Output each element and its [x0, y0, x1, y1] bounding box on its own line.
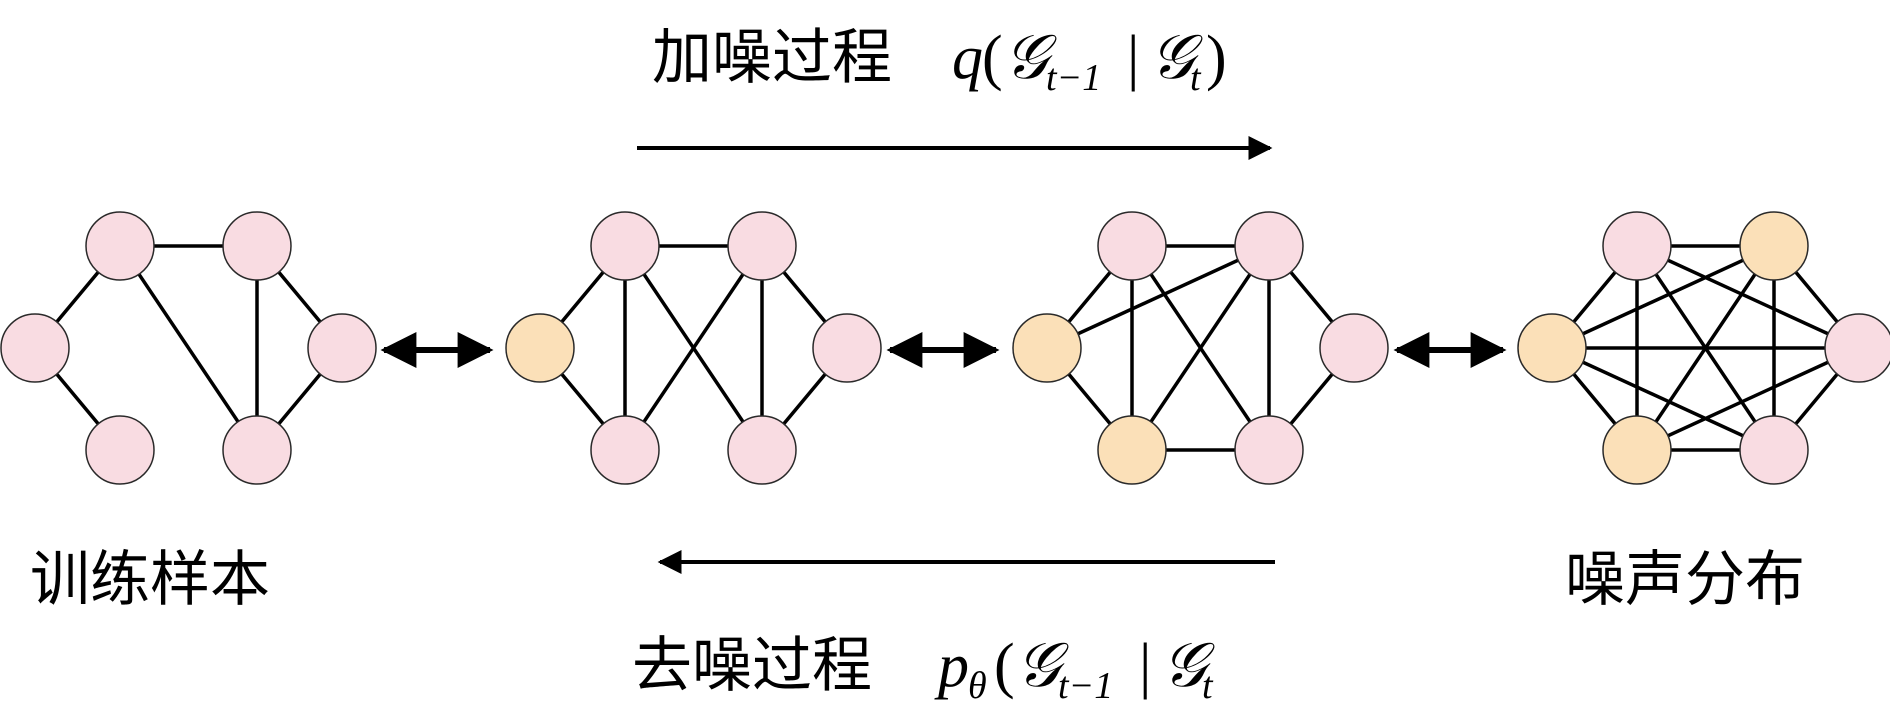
- graph-node-pink: [590, 211, 660, 281]
- graph-node-pink: [307, 313, 377, 383]
- training-sample-caption: 训练样本: [30, 545, 270, 615]
- forward-process-label: 加噪过程 q ( 𝒢 t−1 | 𝒢 t ): [652, 23, 1227, 99]
- reverse-process-text: 去噪过程: [632, 631, 872, 701]
- graph-node-pink: [85, 211, 155, 281]
- graph-node-pink: [0, 313, 70, 383]
- graph-node-pink: [1319, 313, 1389, 383]
- reverse-process-label: 去噪过程 p θ ( 𝒢 t−1 | 𝒢 t: [632, 631, 1215, 707]
- graph-node-pink: [1824, 313, 1890, 383]
- graph-noisy-graph-1: [505, 211, 882, 485]
- graph-edge: [623, 245, 764, 451]
- forward-sub-1: t−1: [1046, 57, 1101, 99]
- graph-noise-distribution: [1517, 211, 1890, 485]
- reverse-func-sub: θ: [968, 665, 987, 707]
- graph-edge: [1551, 346, 1775, 452]
- graph-node-pink: [222, 415, 292, 485]
- graph-edge: [1130, 245, 1271, 451]
- reverse-bar: |: [1139, 632, 1151, 700]
- forward-func: q: [952, 24, 983, 92]
- forward-bar: |: [1127, 24, 1139, 92]
- graph-node-pink: [590, 415, 660, 485]
- graph-node-orange: [505, 313, 575, 383]
- forward-sub-2: t: [1190, 57, 1202, 99]
- graphs-layer: [0, 211, 1890, 485]
- reverse-sub-1: t−1: [1058, 665, 1113, 707]
- graph-node-orange: [1739, 211, 1809, 281]
- graph-training-sample: [0, 211, 377, 485]
- graph-edge: [1636, 244, 1860, 350]
- graph-node-orange: [1012, 313, 1082, 383]
- forward-open-paren: (: [982, 24, 1003, 92]
- graph-node-pink: [727, 211, 797, 281]
- graph-node-pink: [812, 313, 882, 383]
- graph-edge: [118, 245, 259, 451]
- graph-node-pink: [1234, 211, 1304, 281]
- graph-node-pink: [1739, 415, 1809, 485]
- graph-node-pink: [1234, 415, 1304, 485]
- reverse-func: p: [934, 632, 969, 700]
- graph-node-orange: [1517, 313, 1587, 383]
- graph-node-pink: [1097, 211, 1167, 281]
- graph-edge: [1636, 346, 1860, 452]
- reverse-open-paren: (: [994, 632, 1015, 700]
- reverse-sub-2: t: [1202, 665, 1214, 707]
- graph-node-orange: [1097, 415, 1167, 485]
- graph-node-pink: [222, 211, 292, 281]
- graph-edge: [1046, 244, 1270, 350]
- graph-node-orange: [1602, 415, 1672, 485]
- noise-distribution-caption: 噪声分布: [1565, 545, 1805, 615]
- forward-process-text: 加噪过程: [652, 23, 892, 93]
- forward-close-paren: ): [1206, 24, 1227, 92]
- graph-node-pink: [727, 415, 797, 485]
- graph-node-pink: [1602, 211, 1672, 281]
- graph-noisy-graph-2: [1012, 211, 1389, 485]
- graph-edge: [1551, 244, 1775, 350]
- graph-node-pink: [85, 415, 155, 485]
